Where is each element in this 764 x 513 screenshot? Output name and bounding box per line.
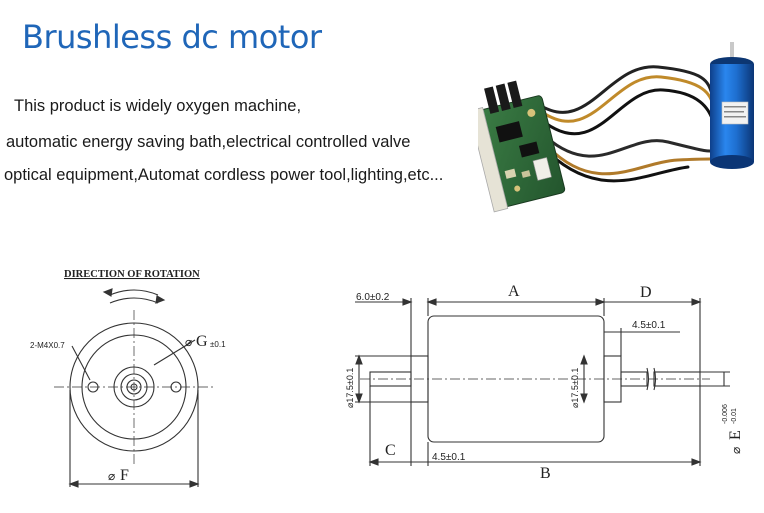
f-dimension-label: F xyxy=(120,467,129,484)
d-dimension-label: D xyxy=(640,284,652,301)
e-tolerance-upper: -0.006 xyxy=(722,404,729,424)
screw-spec-label: 2-M4X0.7 xyxy=(30,341,65,350)
description-line-1: This product is widely oxygen machine, xyxy=(14,97,302,115)
a-dimension-label: A xyxy=(508,283,520,300)
e-dia-symbol: ⌀ xyxy=(729,447,743,454)
description-line-2: automatic energy saving bath,electrical … xyxy=(6,133,411,151)
dim-6-label: 6.0±0.2 xyxy=(356,292,390,303)
dia-175-left-label: ⌀17.5±0.1 xyxy=(345,368,355,408)
b-dimension-label: B xyxy=(540,465,551,482)
g-dia-symbol: ⌀ xyxy=(185,335,192,349)
e-tolerance-lower: -0.01 xyxy=(731,408,738,424)
page-title: Brushless dc motor xyxy=(22,18,322,56)
e-dimension-label: E xyxy=(727,430,744,440)
description-line-3: optical equipment,Automat cordless power… xyxy=(4,166,444,184)
direction-of-rotation-label: DIRECTION OF ROTATION xyxy=(64,269,200,280)
dim-45-top-label: 4.5±0.1 xyxy=(632,320,666,331)
g-tolerance: ±0.1 xyxy=(210,340,226,349)
motor-product-photo xyxy=(478,42,754,213)
g-dimension-label: G xyxy=(196,333,208,350)
dia-175-right-label: ⌀17.5±0.1 xyxy=(570,368,580,408)
technical-drawing: DIRECTION OF ROTATION 2-M4X0.7 ⌀ G ±0.1 … xyxy=(30,269,744,488)
f-dia-symbol: ⌀ xyxy=(108,469,115,483)
c-dimension-label: C xyxy=(385,442,396,459)
dim-45-bottom-label: 4.5±0.1 xyxy=(432,452,466,463)
